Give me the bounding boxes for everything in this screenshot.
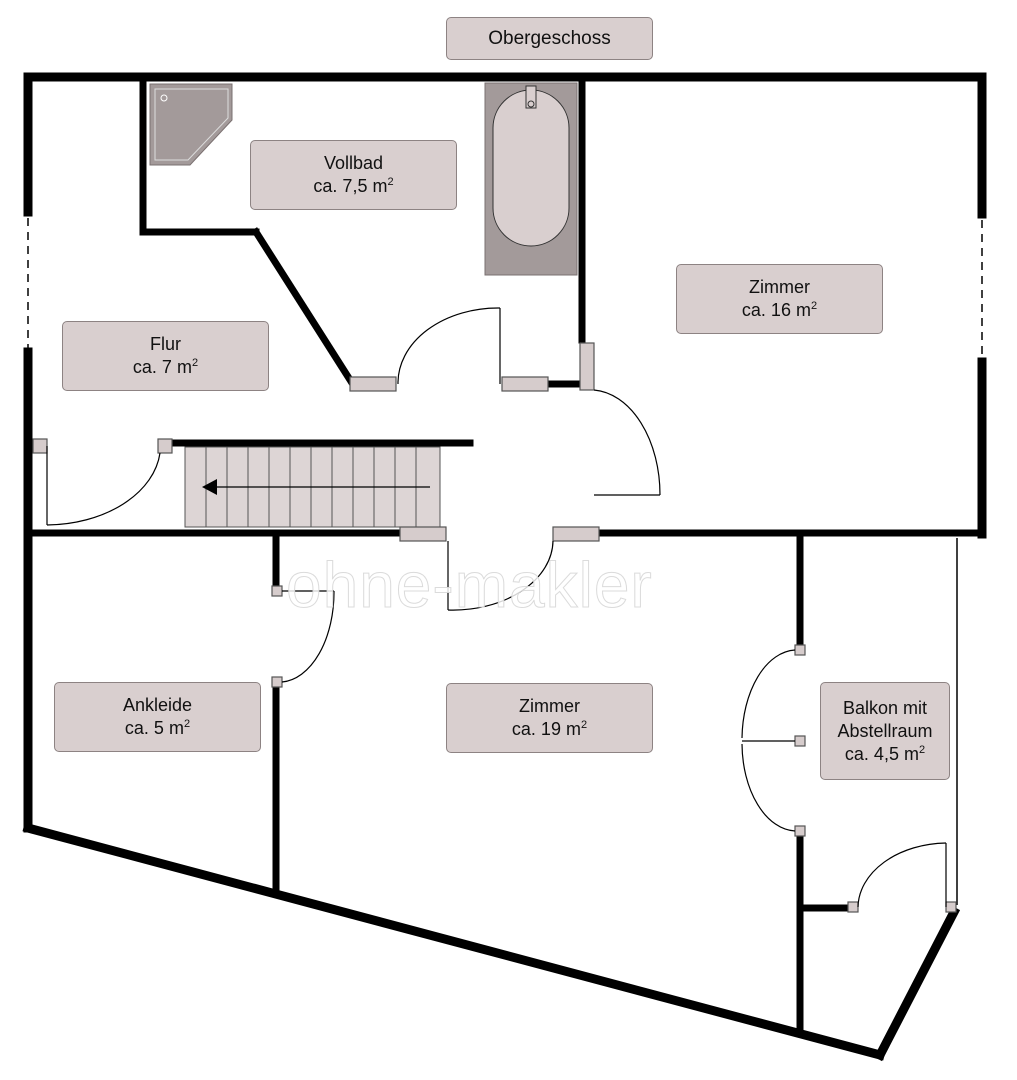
doors	[32, 307, 957, 913]
room-label-flur: Flur ca. 7 m2	[62, 321, 269, 391]
room-name: Ankleide	[122, 695, 193, 715]
room-label-ankleide: Ankleide ca. 5 m2	[54, 682, 261, 752]
door-abstellraum	[847, 842, 957, 913]
room-name: Zimmer	[749, 277, 810, 297]
arrow-left-icon	[202, 479, 217, 495]
room-label-balkon: Balkon mit Abstellraum ca. 4,5 m2	[820, 682, 950, 780]
door-zimmer-19	[399, 526, 600, 611]
bathtub-icon	[484, 82, 578, 276]
door-zimmer-16	[579, 342, 661, 496]
windows	[27, 218, 983, 358]
room-name: Zimmer	[519, 696, 580, 716]
room-label-zimmer-19: Zimmer ca. 19 m2	[446, 683, 653, 753]
door-ankleide	[271, 585, 335, 688]
room-name: Flur	[150, 334, 181, 354]
room-name-line1: Balkon mit	[842, 697, 928, 718]
room-label-vollbad: Vollbad ca. 7,5 m2	[250, 140, 457, 210]
interior-walls	[29, 76, 986, 1034]
shower-icon	[149, 83, 233, 166]
door-balkon	[741, 644, 806, 837]
room-name-line2: Abstellraum	[837, 720, 933, 741]
room-area: ca. 19 m2	[511, 719, 588, 739]
room-area: ca. 7,5 m2	[313, 176, 394, 196]
door-flur	[32, 438, 173, 526]
outer-walls	[22, 72, 987, 1062]
room-label-zimmer-16: Zimmer ca. 16 m2	[676, 264, 883, 334]
room-area: ca. 5 m2	[124, 718, 191, 738]
room-area: ca. 4,5 m2	[844, 743, 926, 764]
room-area: ca. 7 m2	[132, 357, 199, 377]
room-area: ca. 16 m2	[741, 300, 818, 320]
staircase	[184, 446, 441, 528]
door-bathroom	[349, 307, 549, 392]
floor-title: Obergeschoss	[446, 17, 653, 60]
floor-title-text: Obergeschoss	[488, 28, 611, 49]
room-name: Vollbad	[323, 153, 384, 173]
